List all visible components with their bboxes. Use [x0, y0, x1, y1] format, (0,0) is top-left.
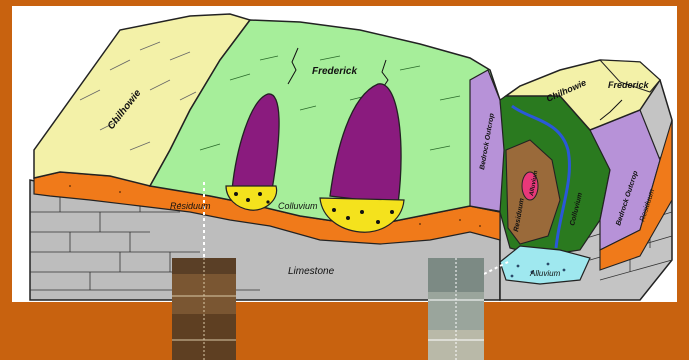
- label-limestone: Limestone: [288, 266, 335, 277]
- label-frederick-right: Frederick: [608, 80, 650, 90]
- label-frederick-top: Frederick: [312, 66, 357, 77]
- label-colluvium: Colluvium: [278, 201, 318, 211]
- soil-core-photo-left: [172, 258, 236, 360]
- label-alluvium: Alluvium: [529, 269, 561, 278]
- label-residuum-left: Residuum: [170, 201, 211, 211]
- soil-core-photo-right: [428, 258, 484, 360]
